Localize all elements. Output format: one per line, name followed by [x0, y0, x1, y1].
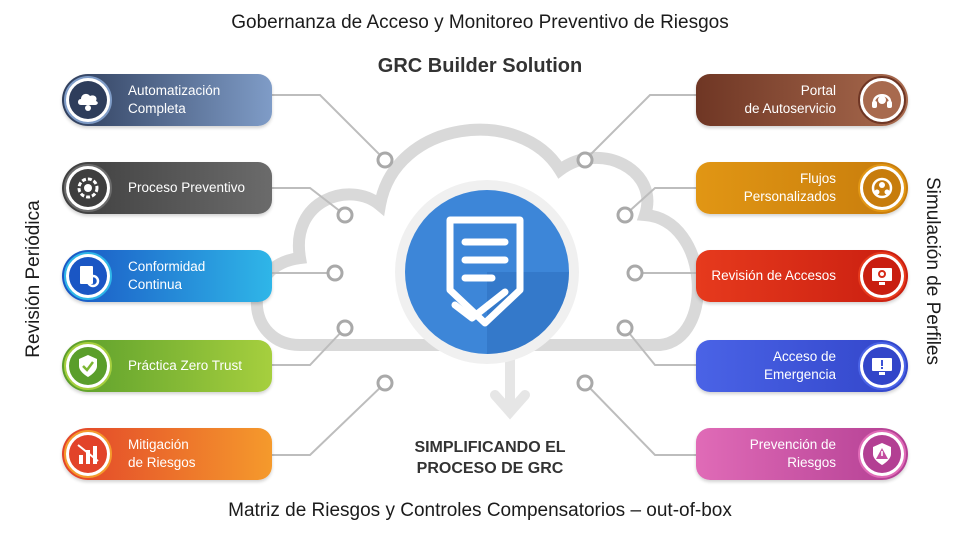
center-caption: SIMPLIFICANDO EL PROCESO DE GRC: [380, 437, 600, 479]
left-side-label: Revisión Periódica: [23, 200, 44, 358]
feature-flujos: Flujos Personalizados: [696, 162, 908, 214]
connector-nodes: [326, 151, 644, 392]
label-line1: Proceso Preventivo: [128, 180, 246, 195]
document-check-icon: [446, 216, 524, 327]
label-line2: Riesgos: [787, 455, 836, 470]
feature-revision-accesos: Revisión de Accesos: [696, 250, 908, 302]
label-line2: Emergencia: [763, 367, 836, 382]
shield-check-icon: [69, 347, 107, 385]
center-caption-line2: PROCESO DE GRC: [416, 460, 564, 477]
label-line1: Acceso de: [772, 349, 836, 364]
label-line1: Mitigación: [128, 437, 189, 452]
feature-prevencion-riesgos: Prevención de Riesgos: [696, 428, 908, 480]
label-line1: Portal: [800, 83, 836, 98]
cloud-outline: [250, 123, 704, 351]
document-gear-icon: [69, 257, 107, 295]
center-caption-line1: SIMPLIFICANDO EL: [414, 439, 566, 456]
label-line1: Flujos Personalizados: [743, 171, 836, 204]
label-line1: Prevención de: [749, 437, 836, 452]
feature-portal-autoservicio: Portal de Autoservicio: [696, 74, 908, 126]
label-line2: Continua: [128, 277, 183, 292]
label-line1: Práctica Zero Trust: [128, 358, 243, 373]
headset-icon: [863, 81, 901, 119]
label-line2: Completa: [128, 101, 186, 116]
connector-lines: [272, 94, 696, 456]
workflow-users-icon: [863, 169, 901, 207]
label-line2: de Autoservicio: [744, 101, 836, 116]
cloud-gear-icon: [69, 81, 107, 119]
monitor-review-icon: [863, 257, 901, 295]
main-title: Gobernanza de Acceso y Monitoreo Prevent…: [231, 12, 729, 33]
right-side-label: Simulación de Perfiles: [922, 177, 943, 365]
label-line1: Automatización: [128, 83, 221, 98]
feature-acceso-emergencia: Acceso de Emergencia: [696, 340, 908, 392]
gear-cycle-icon: [69, 169, 107, 207]
feature-zero-trust: Práctica Zero Trust: [62, 340, 272, 392]
bottom-caption: Matriz de Riesgos y Controles Compensato…: [228, 500, 732, 521]
monitor-alert-icon: [863, 347, 901, 385]
feature-mitigacion: Mitigación de Riesgos: [62, 428, 272, 480]
label-line2: de Riesgos: [128, 455, 196, 470]
label-line1: Conformidad: [128, 259, 206, 274]
feature-proceso-preventivo: Proceso Preventivo: [62, 162, 272, 214]
risk-chart-icon: [69, 435, 107, 473]
label-line1: Revisión de Accesos: [711, 268, 836, 283]
solution-name: GRC Builder Solution: [377, 55, 583, 77]
shield-alert-icon: [863, 435, 901, 473]
